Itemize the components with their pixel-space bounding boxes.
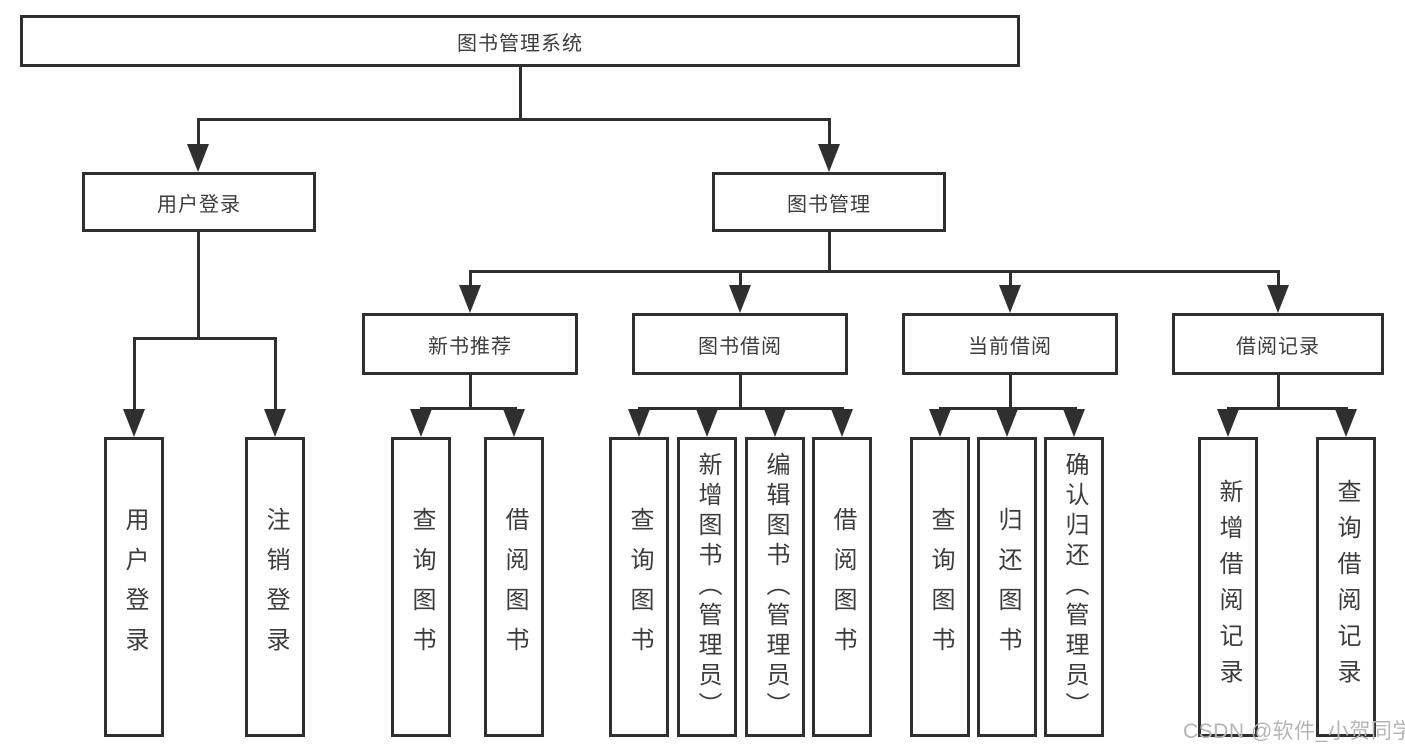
node-current-borrowing-label: 当前借阅 <box>968 335 1052 358</box>
leaf-borrow-books-borrowing: 借阅图书 <box>812 437 872 737</box>
connector-hline <box>133 337 277 340</box>
connector-vline <box>469 375 472 407</box>
connector-vline <box>133 337 136 413</box>
arrow-down-icon <box>696 409 718 437</box>
connector-vline <box>1277 270 1280 290</box>
leaf-confirm-return-admin-label: 确认归还（管理员） <box>1061 452 1088 722</box>
leaf-return-books-label: 归还图书 <box>994 507 1021 667</box>
arrow-down-icon <box>264 409 286 437</box>
leaf-user-login-label: 用户登录 <box>121 507 148 667</box>
arrow-down-icon <box>996 409 1018 437</box>
leaf-query-books-borrowing-label: 查询图书 <box>626 507 653 667</box>
leaf-edit-book-admin: 编辑图书（管理员） <box>745 437 805 737</box>
connector-vline <box>828 232 831 270</box>
node-user-login: 用户登录 <box>82 172 316 232</box>
arrow-down-icon <box>187 144 209 172</box>
connector-vline <box>1009 270 1012 290</box>
leaf-query-books-current-label: 查询图书 <box>927 507 954 667</box>
arrow-down-icon <box>1335 409 1357 437</box>
leaf-logout: 注销登录 <box>245 437 305 737</box>
arrow-down-icon <box>831 409 853 437</box>
node-book-management-label: 图书管理 <box>787 193 871 216</box>
arrow-down-icon <box>503 409 525 437</box>
connector-hline <box>420 407 517 410</box>
connector-vline <box>197 118 200 156</box>
arrow-down-icon <box>1217 409 1239 437</box>
node-borrowing-records: 借阅记录 <box>1172 313 1384 375</box>
connector-vline <box>274 337 277 413</box>
leaf-add-borrow-record: 新增借阅记录 <box>1198 437 1258 737</box>
connector-hline <box>638 407 844 410</box>
watermark: CSDN @软件_小贺同学 <box>1183 720 1405 743</box>
leaf-add-book-admin: 新增图书（管理员） <box>677 437 737 737</box>
leaf-confirm-return-admin: 确认归还（管理员） <box>1044 437 1104 737</box>
connector-vline <box>469 270 472 290</box>
connector-vline <box>828 118 831 156</box>
arrow-down-icon <box>764 409 786 437</box>
arrow-down-icon <box>628 409 650 437</box>
leaf-query-borrow-record-label: 查询借阅记录 <box>1333 479 1360 695</box>
node-new-book-recommend-label: 新书推荐 <box>428 335 512 358</box>
connector-vline <box>1009 375 1012 407</box>
leaf-user-login: 用户登录 <box>104 437 164 737</box>
arrow-down-icon <box>729 285 751 313</box>
arrow-down-icon <box>818 144 840 172</box>
leaf-return-books: 归还图书 <box>977 437 1037 737</box>
leaf-logout-label: 注销登录 <box>262 507 289 667</box>
connector-vline <box>739 270 742 290</box>
connector-vline <box>197 232 200 337</box>
arrow-down-icon <box>1063 409 1085 437</box>
connector-vline <box>1277 375 1280 407</box>
node-current-borrowing: 当前借阅 <box>902 313 1118 375</box>
connector-hline <box>939 407 1077 410</box>
leaf-add-borrow-record-label: 新增借阅记录 <box>1215 479 1242 695</box>
arrow-down-icon <box>123 409 145 437</box>
connector-hline <box>469 270 1280 273</box>
leaf-query-books-recommend-label: 查询图书 <box>408 507 435 667</box>
connector-vline <box>739 375 742 407</box>
arrow-down-icon <box>410 409 432 437</box>
node-book-borrowing: 图书借阅 <box>632 313 848 375</box>
arrow-down-icon <box>1267 285 1289 313</box>
leaf-borrow-books-recommend: 借阅图书 <box>484 437 544 737</box>
leaf-query-books-borrowing: 查询图书 <box>609 437 669 737</box>
node-book-borrowing-label: 图书借阅 <box>698 335 782 358</box>
connector-hline <box>1227 407 1348 410</box>
leaf-query-borrow-record: 查询借阅记录 <box>1316 437 1376 737</box>
leaf-borrow-books-borrowing-label: 借阅图书 <box>829 507 856 667</box>
node-borrowing-records-label: 借阅记录 <box>1236 335 1320 358</box>
node-book-system-label: 图书管理系统 <box>457 32 583 55</box>
leaf-add-book-admin-label: 新增图书（管理员） <box>694 452 721 722</box>
arrow-down-icon <box>459 285 481 313</box>
connector-vline <box>519 67 522 118</box>
node-user-login-label: 用户登录 <box>157 193 241 216</box>
arrow-down-icon <box>929 409 951 437</box>
node-book-system: 图书管理系统 <box>20 15 1020 67</box>
arrow-down-icon <box>999 285 1021 313</box>
node-new-book-recommend: 新书推荐 <box>362 313 578 375</box>
connector-hline <box>197 118 831 121</box>
leaf-edit-book-admin-label: 编辑图书（管理员） <box>762 452 789 722</box>
leaf-borrow-books-recommend-label: 借阅图书 <box>501 507 528 667</box>
leaf-query-books-current: 查询图书 <box>910 437 970 737</box>
leaf-query-books-recommend: 查询图书 <box>391 437 451 737</box>
node-book-management: 图书管理 <box>712 172 946 232</box>
